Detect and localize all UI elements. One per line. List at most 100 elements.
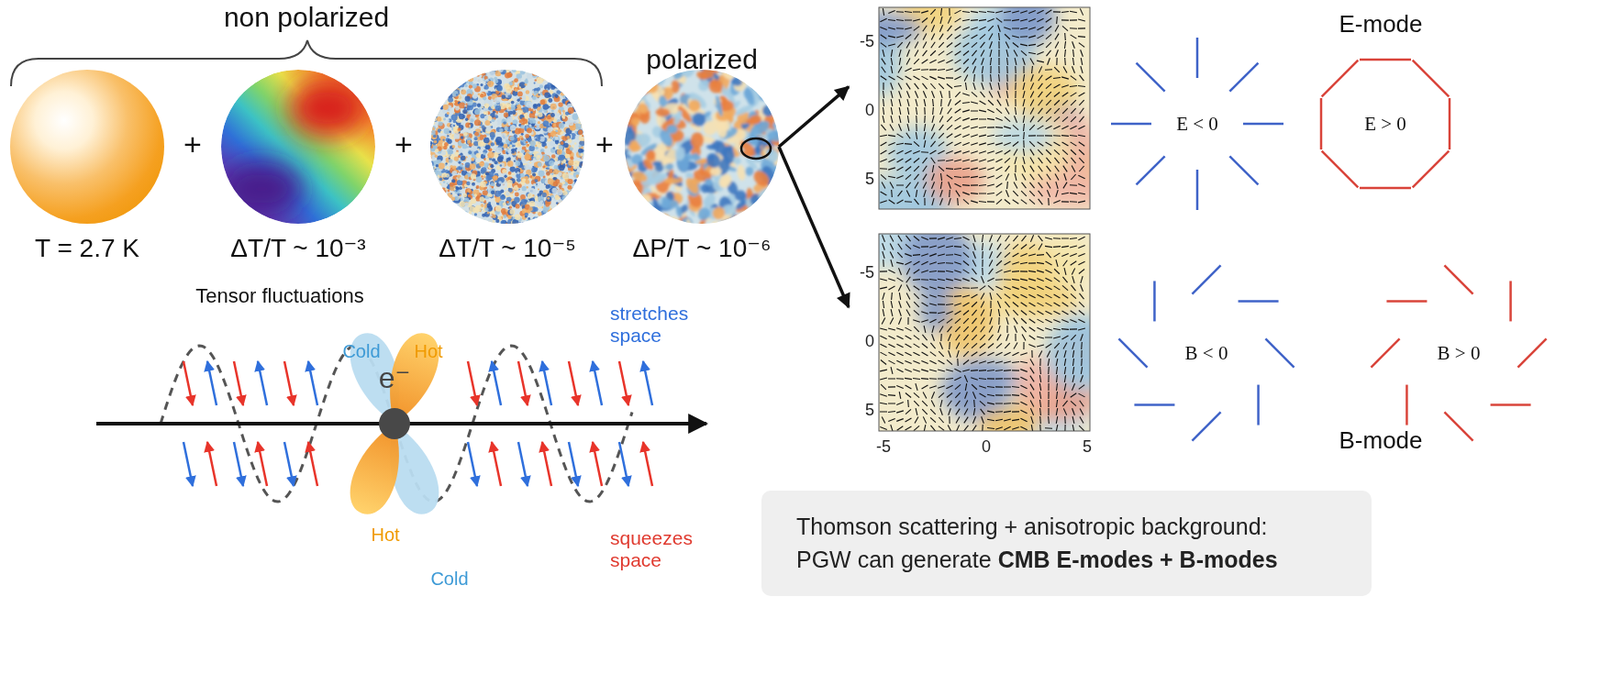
anisotropy-speck — [510, 166, 516, 172]
anisotropy-speck — [502, 158, 506, 162]
anisotropy-speck — [471, 182, 476, 187]
anisotropy-speck — [436, 116, 443, 123]
anisotropy-speck — [509, 144, 512, 148]
anisotropy-speck — [429, 144, 432, 147]
anisotropy-speck — [477, 103, 481, 108]
anisotropy-speck — [548, 166, 553, 170]
anisotropy-speck — [482, 189, 489, 196]
anisotropy-speck — [427, 153, 431, 156]
dipole-hot-spot — [288, 78, 367, 138]
anisotropy-speck — [431, 146, 434, 149]
anisotropy-speck — [578, 134, 586, 142]
anisotropy-speck — [480, 174, 485, 178]
anisotropy-speck — [438, 183, 442, 187]
anisotropy-speck — [492, 214, 497, 219]
anisotropy-speck — [517, 158, 520, 161]
anisotropy-speck — [529, 200, 536, 208]
anisotropy-speck — [562, 172, 569, 179]
anisotropy-speck — [537, 188, 540, 190]
anisotropy-speck — [556, 149, 563, 156]
anisotropy-speck — [516, 73, 523, 79]
anisotropy-speck — [433, 117, 437, 122]
anisotropy-speck — [506, 200, 510, 204]
anisotropy-speck — [543, 208, 549, 214]
anisotropy-speck — [535, 184, 538, 187]
anisotropy-speck — [530, 111, 534, 114]
anisotropy-speck — [582, 132, 586, 135]
anisotropy-speck — [557, 143, 561, 146]
anisotropy-speck — [477, 148, 479, 151]
anisotropy-speck — [459, 177, 465, 182]
dipole-sky-sphere — [221, 69, 376, 224]
anisotropy-speck — [477, 146, 481, 151]
anisotropy-speck — [467, 76, 474, 82]
anisotropy-speck — [532, 194, 534, 197]
anisotropy-speck — [547, 102, 550, 105]
anisotropy-speck — [573, 178, 578, 183]
anisotropy-speck — [540, 148, 544, 152]
anisotropy-speck — [578, 118, 583, 123]
anisotropy-speck — [558, 199, 564, 204]
anisotropy-speck — [567, 178, 574, 185]
anisotropy-speck — [522, 88, 525, 91]
anisotropy-speck — [528, 145, 534, 152]
anisotropy-speck — [487, 90, 492, 96]
anisotropy-speck — [490, 142, 495, 146]
anisotropy-speck — [511, 150, 515, 155]
anisotropy-speck — [518, 77, 522, 81]
anisotropy-speck — [440, 106, 444, 110]
anisotropy-speck — [431, 120, 436, 125]
anisotropy-speck — [544, 91, 551, 99]
anisotropy-speck — [438, 163, 445, 170]
dipole-cold-spot — [221, 161, 302, 217]
anisotropy-speck — [514, 192, 520, 198]
anisotropy-speck — [521, 137, 525, 142]
anisotropy-speck — [494, 190, 501, 198]
anisotropy-speck — [533, 103, 539, 110]
anisotropy-speck — [532, 216, 539, 223]
anisotropy-speck — [542, 192, 547, 198]
anisotropy-speck — [556, 127, 559, 130]
anisotropy-speck — [488, 94, 490, 97]
anisotropy-speck — [516, 222, 523, 229]
anisotropy-speck — [536, 155, 541, 159]
anisotropy-speck — [540, 200, 545, 204]
anisotropy-speck — [568, 170, 572, 174]
anisotropy-speck — [572, 182, 579, 189]
anisotropy-speck — [517, 86, 522, 90]
anisotropy-speck — [492, 111, 496, 114]
anisotropy-speck — [520, 97, 523, 100]
anisotropy-speck — [483, 195, 486, 198]
anisotropy-speck — [474, 132, 479, 137]
anisotropy-speck — [528, 117, 535, 124]
anisotropy-speck — [427, 160, 434, 167]
anisotropy-speck — [531, 177, 535, 181]
anisotropy-speck — [442, 97, 446, 101]
anisotropy-speck — [451, 113, 458, 121]
anisotropy-speck — [542, 103, 549, 111]
anisotropy-speck — [558, 165, 565, 171]
anisotropy-speck — [425, 141, 430, 145]
anisotropy-speck — [481, 106, 484, 109]
anisotropy-speck — [446, 119, 450, 123]
anisotropy-speck — [467, 150, 472, 155]
anisotropy-speck — [572, 101, 577, 106]
anisotropy-speck — [433, 140, 437, 145]
anisotropy-speck — [513, 87, 518, 91]
anisotropy-speck — [567, 95, 575, 102]
anisotropy-speck — [502, 201, 507, 206]
anisotropy-speck — [488, 194, 494, 200]
anisotropy-speck — [558, 144, 564, 150]
anisotropy-speck — [438, 140, 444, 145]
anisotropy-speck — [529, 161, 532, 164]
anisotropy-speck — [562, 196, 567, 201]
anisotropy-speck — [567, 120, 574, 126]
anisotropy-speck — [471, 83, 477, 89]
anisotropy-speck — [573, 171, 580, 178]
anisotropy-speck — [504, 72, 511, 78]
anisotropy-speck — [448, 158, 454, 164]
anisotropy-speck — [543, 121, 550, 128]
anisotropy-speck — [533, 134, 541, 142]
anisotropy-speck — [521, 149, 525, 154]
anisotropy-speck — [516, 171, 520, 175]
